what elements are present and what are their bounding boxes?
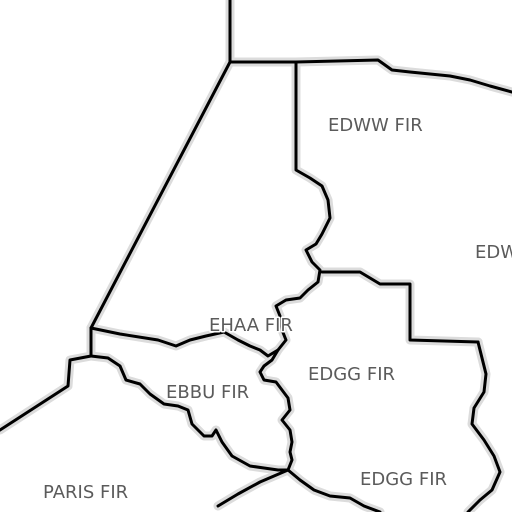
ehaa-ebbu-boundary (89, 326, 280, 358)
fir-labels: EDWW FIR EDW EHAA FIR EDGG FIR EDGG FIR … (42, 114, 512, 505)
edgg-east-boundary (466, 340, 502, 512)
ehaa-east-boundary (258, 60, 332, 472)
edgg-south-boundary (286, 468, 382, 512)
ebbu-paris-boundary (89, 354, 290, 472)
ehaa-west-boundary (89, 60, 232, 330)
paris-edgg-boundary (216, 468, 290, 508)
ehaa-fir-label: EHAA FIR (209, 315, 293, 336)
edww-fir-partial-label: EDW (475, 242, 512, 263)
edgg-fir-south-label: EDGG FIR (360, 469, 447, 490)
paris-north-boundary (0, 326, 93, 432)
paris-fir-label: PARIS FIR (43, 482, 128, 503)
edww-edgg-boundary (320, 270, 480, 344)
edww-north-boundary (228, 0, 512, 94)
ebbu-fir-label: EBBU FIR (166, 382, 249, 403)
edww-fir-label: EDWW FIR (328, 115, 423, 136)
edgg-fir-north-label: EDGG FIR (308, 364, 395, 385)
